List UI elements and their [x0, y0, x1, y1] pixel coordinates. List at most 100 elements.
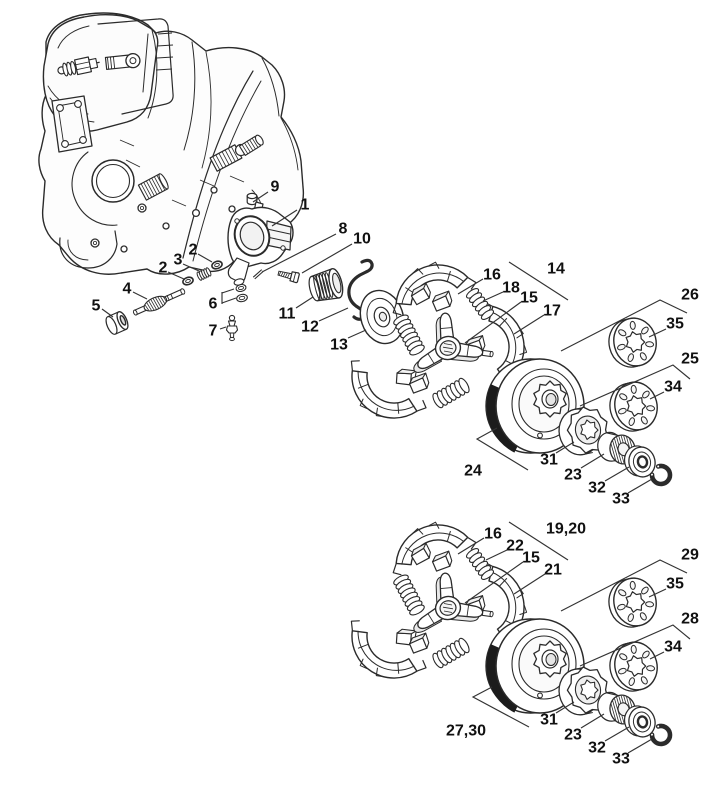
- part-label-16b: 16: [484, 526, 502, 543]
- clutch-pad: [410, 542, 431, 566]
- clutch-spring: [465, 548, 495, 580]
- part-label-26: 26: [681, 287, 699, 304]
- drive-group-lower: [485, 577, 673, 747]
- leader-line-6: [221, 297, 237, 304]
- clutch-spring: [393, 314, 425, 356]
- leader-line-2a: [197, 253, 213, 263]
- part-label-35a: 35: [666, 316, 684, 333]
- leader-line-5: [101, 308, 114, 318]
- part-label-21: 21: [544, 562, 562, 579]
- part-label-12: 12: [301, 319, 319, 336]
- part-label-29: 29: [681, 547, 699, 564]
- ribbed-cylinder: [137, 173, 169, 201]
- part-label-7: 7: [209, 323, 218, 340]
- leader-line-13: [347, 329, 367, 339]
- rim-sprocket: [609, 641, 658, 692]
- leader-line-23a: [580, 453, 605, 469]
- part-label-23b: 23: [564, 727, 582, 744]
- leader-line-26: [560, 299, 688, 352]
- part-label-16a: 16: [483, 267, 501, 284]
- leader-line-2b: [167, 271, 185, 280]
- ribbed-cylinder: [209, 143, 248, 172]
- part-label-17: 17: [543, 303, 561, 320]
- part-label-2a: 2: [189, 242, 198, 259]
- leader-line-31b: [555, 701, 575, 714]
- leader-line-16b: [457, 537, 485, 555]
- valve-stub: [104, 52, 141, 71]
- leader-line-14: [508, 261, 569, 301]
- leader-line-27-30: [471, 686, 530, 728]
- clutch-shoe-top: [392, 521, 477, 576]
- rim-sprocket: [608, 577, 657, 628]
- part-label-9: 9: [271, 179, 280, 196]
- part-label-35b: 35: [666, 576, 684, 593]
- leader-line-12: [318, 307, 349, 322]
- leader-line-35a: [648, 328, 667, 338]
- part-label-19-20: 19,20: [546, 521, 586, 538]
- part-label-31a: 31: [540, 452, 558, 469]
- leader-line-32a: [604, 466, 630, 482]
- part-label-25: 25: [681, 351, 699, 368]
- clutch-shoe-lower: [350, 620, 427, 679]
- spur-sprocket: [558, 666, 609, 716]
- clutch-spring: [432, 637, 470, 669]
- leader-line-17: [513, 314, 545, 335]
- clutch-shoe-lower: [350, 360, 427, 419]
- leader-line-33b: [627, 738, 653, 754]
- part-label-2b: 2: [159, 260, 168, 277]
- part-label-33a: 33: [612, 491, 630, 508]
- part-label-22: 22: [506, 538, 524, 555]
- leader-line-31a: [555, 441, 575, 454]
- leader-line-33a: [627, 478, 653, 494]
- part-label-13: 13: [330, 337, 348, 354]
- part-label-34a: 34: [664, 379, 682, 396]
- leader-line-24: [475, 427, 529, 471]
- leader-line-7: [219, 326, 227, 330]
- leader-line-25: [579, 364, 691, 407]
- part-label-34b: 34: [664, 639, 682, 656]
- part-label-23a: 23: [564, 467, 582, 484]
- part-label-3: 3: [174, 252, 183, 269]
- part-label-15b: 15: [522, 550, 540, 567]
- clutch-spring: [393, 574, 425, 616]
- leader-line-11: [295, 296, 314, 309]
- leader-line-10: [301, 243, 353, 274]
- part-label-6: 6: [209, 296, 218, 313]
- leader-line-6: [221, 288, 235, 294]
- clutch-spring: [465, 288, 495, 320]
- clutch-carrier: [413, 572, 494, 633]
- leader-line-16a: [457, 278, 484, 295]
- part-label-15a: 15: [520, 290, 538, 307]
- leader-line-22: [485, 549, 508, 561]
- drive-group-upper: [485, 317, 673, 487]
- leader-line-8: [261, 233, 337, 273]
- worm-gear-4: [132, 288, 186, 316]
- worm-spring-3: [196, 267, 212, 281]
- washer: [623, 445, 656, 478]
- clutch-pad: [408, 632, 430, 654]
- part-label-1: 1: [301, 197, 310, 214]
- part-label-18: 18: [502, 280, 520, 297]
- part-label-32b: 32: [588, 740, 606, 757]
- leader-line-19-20: [508, 521, 569, 561]
- spark-plug: [57, 56, 100, 77]
- part-label-11: 11: [279, 306, 296, 323]
- leader-line-4: [132, 291, 148, 300]
- leader-line-29: [560, 559, 688, 612]
- leader-line-34a: [649, 391, 665, 400]
- leader-line-3: [182, 263, 200, 272]
- leader-line-28: [579, 624, 691, 667]
- leader-line-18: [482, 291, 504, 302]
- valve-7: [225, 314, 239, 342]
- leader-line-35b: [648, 588, 667, 598]
- washer: [623, 705, 656, 738]
- part-label-33b: 33: [612, 751, 630, 768]
- washer-disc-13: [359, 289, 405, 345]
- leader-line-21: [513, 573, 546, 595]
- clutch-pad: [431, 550, 453, 572]
- parts-layer: [38, 12, 673, 747]
- clutch-pad: [395, 368, 417, 386]
- plug-5: [105, 311, 129, 335]
